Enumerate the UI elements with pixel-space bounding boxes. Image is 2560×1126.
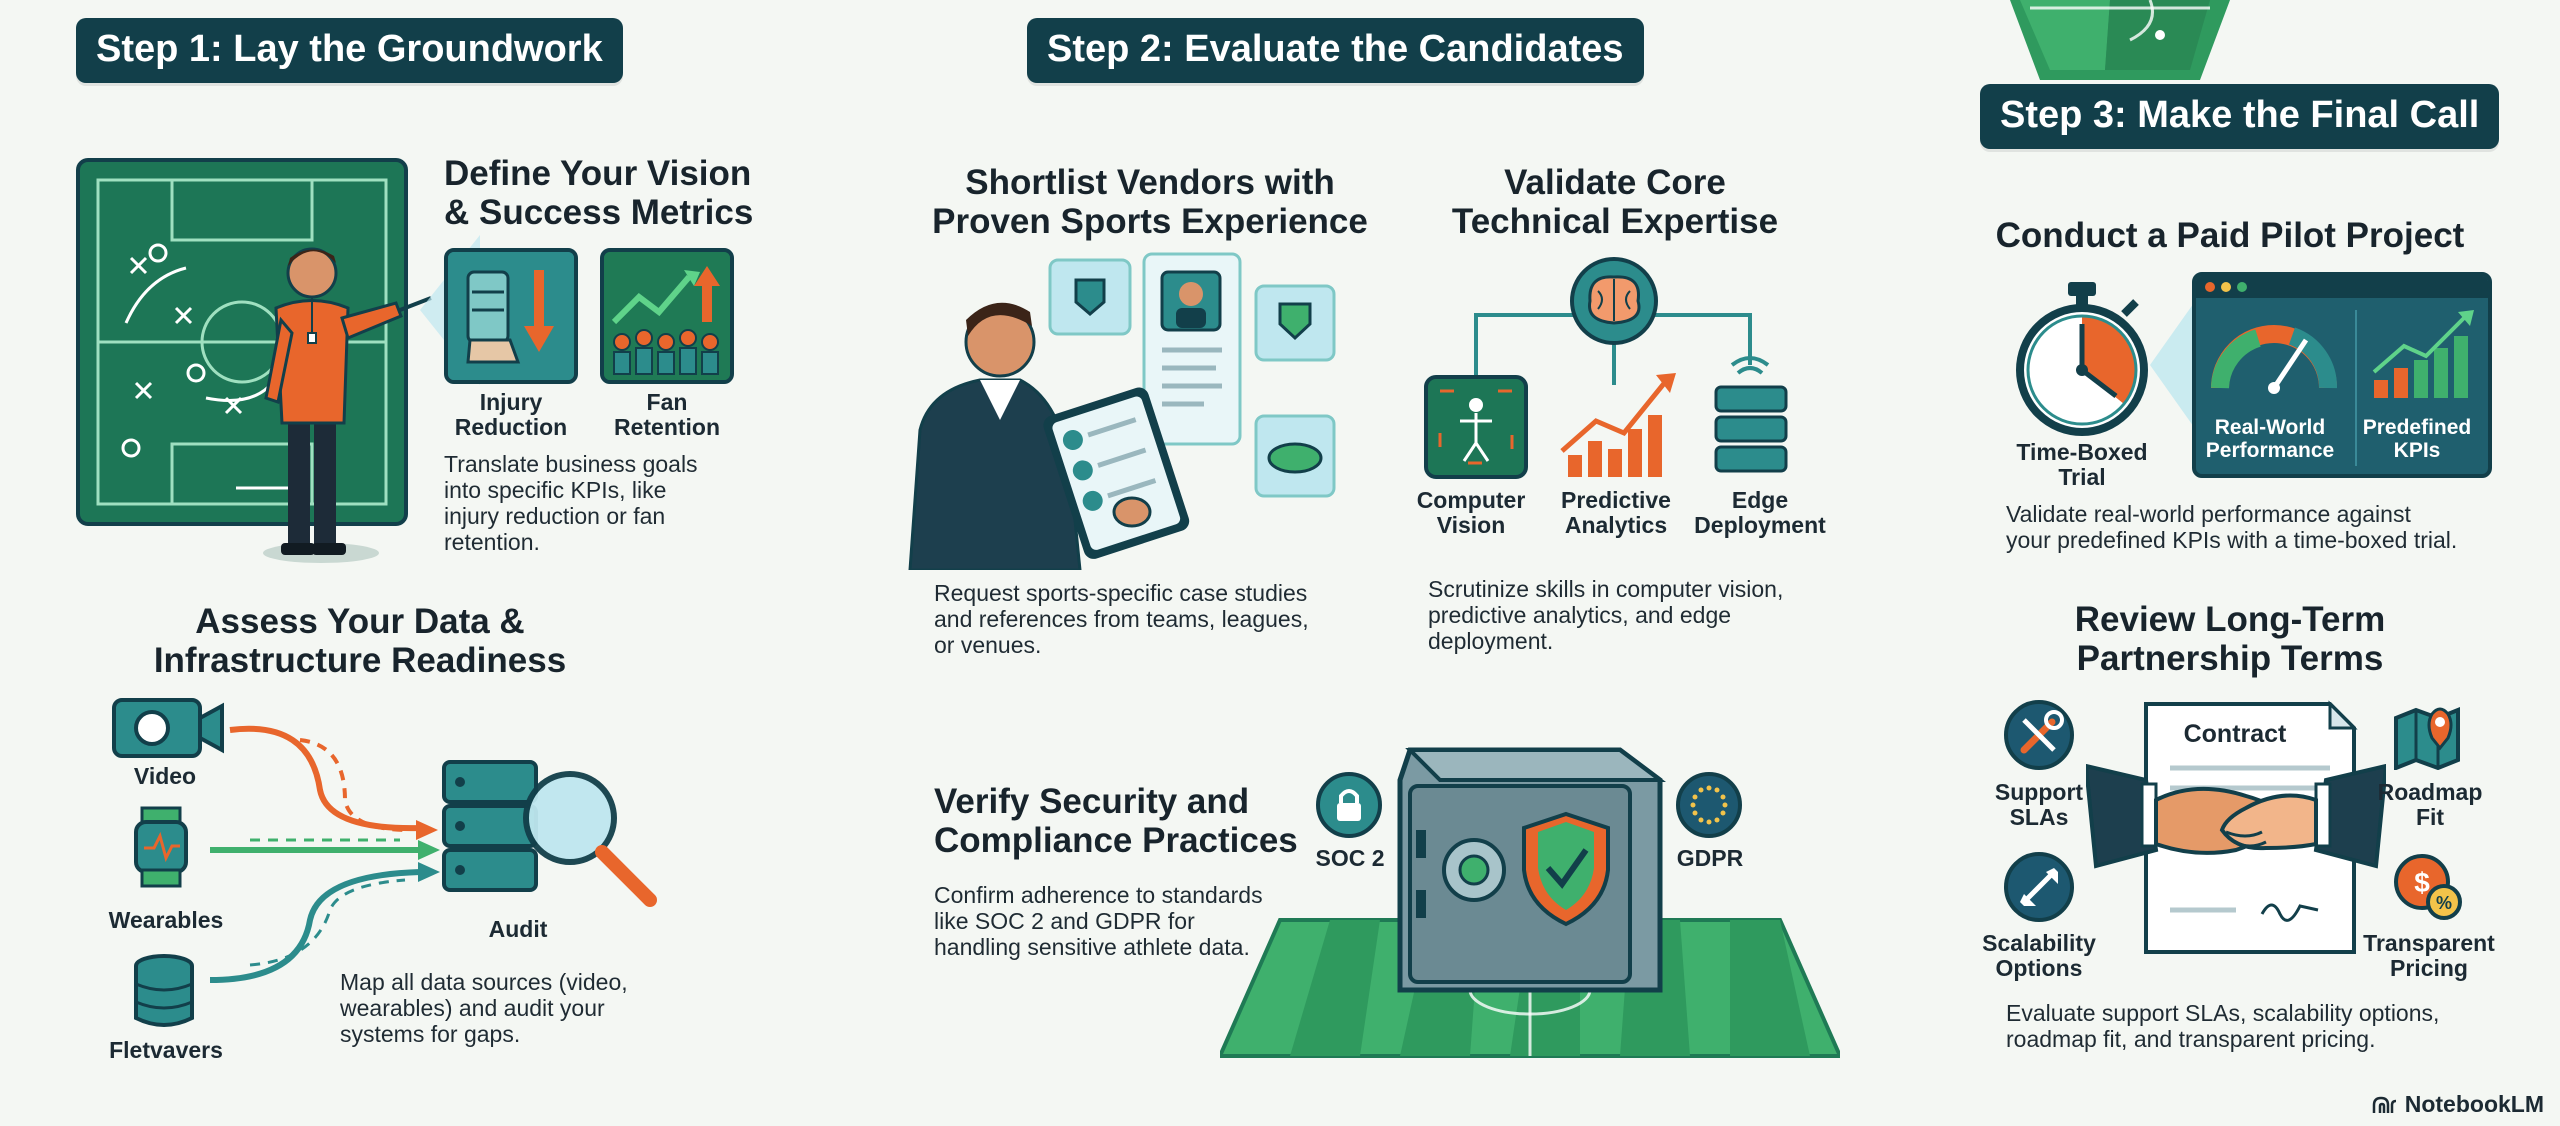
- vendor-review-illustration: [900, 250, 1360, 570]
- security-body-line2: like SOC 2 and GDPR for: [934, 908, 1195, 934]
- vendors-body-line2: and references from teams, leagues,: [934, 606, 1309, 632]
- beam-decoration-2: [2150, 300, 2196, 430]
- support-label-line1: Support: [1994, 779, 2084, 805]
- contract-handshake-illustration: [2086, 700, 2386, 960]
- tech-item3-line1: Edge: [1731, 487, 1789, 513]
- fan-retention-tile: [600, 248, 734, 384]
- vision-body-line4: retention.: [444, 529, 540, 555]
- data-heading-line1: Assess Your Data &: [195, 602, 525, 641]
- vendors-heading-line1: Shortlist Vendors with: [965, 163, 1335, 202]
- step1-badge: Step 1: Lay the Groundwork: [76, 18, 623, 83]
- notebooklm-logo-icon: [2371, 1095, 2399, 1115]
- data-body-line2: wearables) and audit your: [340, 995, 605, 1021]
- source-third-label: Fletvavers: [109, 1037, 223, 1063]
- gdpr-label: GDPR: [1676, 845, 1744, 871]
- soc2-lock-icon: [1316, 772, 1382, 838]
- data-heading-line2: Infrastructure Readiness: [153, 641, 567, 680]
- coach-tactics-illustration: [76, 158, 436, 568]
- vendors-body-line3: or venues.: [934, 632, 1042, 658]
- pricing-coins-icon: $ %: [2392, 852, 2464, 922]
- vendors-body-line1: Request sports-specific case studies: [934, 580, 1308, 606]
- pilot-heading: Conduct a Paid Pilot Project: [1995, 216, 2465, 255]
- technical-body-line1: Scrutinize skills in computer vision,: [1428, 576, 1784, 602]
- pitch-corner-illustration: [2010, 0, 2230, 80]
- timer-label-line2: Trial: [2058, 464, 2106, 490]
- technical-body-line3: deployment.: [1428, 628, 1554, 654]
- map-pin-icon: [2392, 698, 2462, 770]
- injury-reduction-tile: [444, 248, 578, 384]
- security-vault-illustration: [1220, 720, 1840, 1060]
- pilot-dashboard-window: [2192, 272, 2492, 478]
- tech-expertise-illustration: [1420, 255, 1820, 485]
- data-body-line1: Map all data sources (video,: [340, 969, 628, 995]
- timer-label-line1: Time-Boxed: [2016, 439, 2148, 465]
- injury-label-line1: Injury: [479, 389, 543, 415]
- tech-item1-line2: Vision: [1436, 512, 1506, 538]
- pricing-label-line1: Transparent: [2363, 930, 2495, 956]
- partnership-body-line1: Evaluate support SLAs, scalability optio…: [2006, 1000, 2440, 1026]
- vision-heading-line1: Define Your Vision: [444, 154, 752, 193]
- injury-label-line2: Reduction: [454, 414, 568, 440]
- stopwatch-icon: [2012, 280, 2152, 438]
- vision-heading-line2: & Success Metrics: [444, 193, 754, 232]
- source-wearables-label: Wearables: [108, 907, 224, 933]
- technical-heading-line1: Validate Core: [1504, 163, 1726, 202]
- panel2-label-line2: KPIs: [2393, 439, 2441, 462]
- roadmap-label-line1: Roadmap: [2377, 779, 2483, 805]
- scalability-label-line1: Scalability: [1982, 930, 2096, 956]
- vision-body-line2: into specific KPIs, like: [444, 477, 667, 503]
- scale-arrows-icon: [2004, 852, 2074, 922]
- pilot-body-line1: Validate real-world performance against: [2006, 501, 2411, 527]
- svg-text:%: %: [2436, 893, 2452, 913]
- audit-label: Audit: [488, 916, 548, 942]
- fan-label-line1: Fan: [646, 389, 688, 415]
- tech-item2-line2: Analytics: [1564, 512, 1668, 538]
- panel1-label-line2: Performance: [2205, 439, 2335, 462]
- roadmap-label-line2: Fit: [2415, 804, 2445, 830]
- scalability-label-line2: Options: [1995, 955, 2083, 981]
- tech-item3-line2: Deployment: [1694, 512, 1826, 538]
- security-heading-line2: Compliance Practices: [934, 821, 1298, 860]
- soc2-label: SOC 2: [1315, 845, 1385, 871]
- partnership-heading-line2: Partnership Terms: [2076, 639, 2384, 678]
- brand-label: NotebookLM: [2404, 1091, 2544, 1117]
- vision-body-line3: injury reduction or fan: [444, 503, 666, 529]
- step3-badge: Step 3: Make the Final Call: [1980, 84, 2500, 149]
- data-flow-illustration: [100, 680, 680, 1040]
- security-body-line3: handling sensitive athlete data.: [934, 934, 1250, 960]
- svg-text:$: $: [2414, 867, 2430, 898]
- security-heading-line1: Verify Security and: [934, 782, 1250, 821]
- technical-heading-line2: Technical Expertise: [1451, 202, 1779, 241]
- contract-label: Contract: [2183, 720, 2287, 748]
- pricing-label-line2: Pricing: [2390, 955, 2468, 981]
- source-video-label: Video: [133, 763, 197, 789]
- gdpr-stars-icon: [1676, 772, 1742, 838]
- fan-label-line2: Retention: [613, 414, 721, 440]
- security-body-line1: Confirm adherence to standards: [934, 882, 1263, 908]
- panel1-label-line1: Real-World: [2214, 416, 2326, 439]
- pilot-body-line2: your predefined KPIs with a time-boxed t…: [2006, 527, 2458, 553]
- partnership-heading-line1: Review Long-Term: [2074, 600, 2386, 639]
- panel2-label-line1: Predefined: [2362, 416, 2472, 439]
- vendors-heading-line2: Proven Sports Experience: [932, 202, 1368, 241]
- step2-badge: Step 2: Evaluate the Candidates: [1027, 18, 1644, 83]
- notebooklm-brand: NotebookLM: [2371, 1091, 2544, 1118]
- tech-item2-line1: Predictive: [1561, 487, 1671, 513]
- vision-body-line1: Translate business goals: [444, 451, 698, 477]
- tech-item1-line1: Computer: [1416, 487, 1526, 513]
- support-label-line2: SLAs: [2009, 804, 2069, 830]
- partnership-body-line2: roadmap fit, and transparent pricing.: [2006, 1026, 2376, 1052]
- technical-body-line2: predictive analytics, and edge: [1428, 602, 1732, 628]
- tools-icon: [2004, 700, 2074, 770]
- data-body-line3: systems for gaps.: [340, 1021, 521, 1047]
